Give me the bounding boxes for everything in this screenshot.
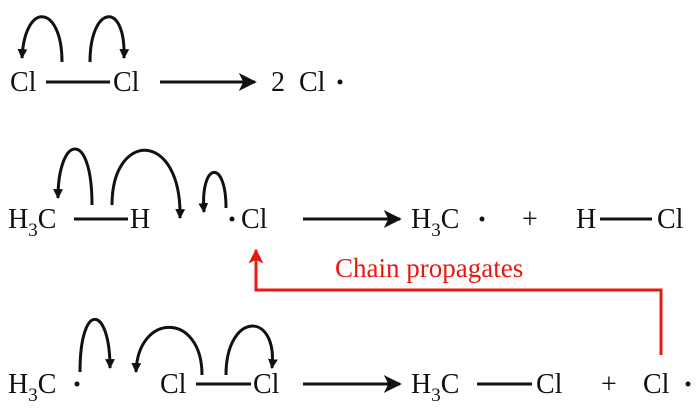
chain-propagates-label: Chain propagates [335,253,523,283]
chain-loop-arrow [248,248,663,355]
atom-cl: Cl [643,369,670,400]
chain-loop: Chain propagates [248,248,663,355]
atom-cl: Cl [10,67,37,98]
atom-h: H [411,204,431,235]
atom-cl: Cl [113,67,140,98]
radical-dot [479,216,485,222]
chloromethane-formula: H3C [411,369,459,406]
fishhook-arrow [17,15,64,63]
plus-sign: + [522,204,538,235]
fishhook-arrow [78,318,115,373]
fishhook-arrow [131,325,204,376]
atom-cl: Cl [536,369,563,400]
atom-cl: Cl [253,369,280,400]
fishhook-arrow [224,324,278,376]
subscript-3: 3 [28,385,38,406]
coefficient: 2 Cl [271,67,326,98]
subscript-3: 3 [431,385,441,406]
methyl-radical-formula: H3C [8,369,56,406]
atom-h: H [130,204,150,235]
atom-h: H [8,369,28,400]
subscript-3: 3 [431,220,441,241]
coefficient-value: 2 [271,67,285,98]
atom-cl: Cl [657,204,684,235]
radical-dot [685,381,691,387]
atom-c: C [38,204,57,235]
radical-dot [229,216,235,222]
atom-cl: Cl [160,369,187,400]
atom-h: H [8,204,28,235]
methyl-radical-formula: H3C [411,204,459,241]
fishhook-arrow [88,15,130,63]
plus-sign: + [601,369,617,400]
radical-dot [337,79,343,85]
atom-cl: Cl [299,67,326,98]
reaction-initiation: Cl Cl 2 Cl [10,15,343,98]
fishhook-arrow [110,148,186,219]
atom-cl: Cl [241,204,268,235]
reaction-propagation-1: H3C H Cl H3C + H Cl [8,147,684,241]
fishhook-arrow [53,147,94,206]
atom-c: C [38,369,57,400]
atom-h: H [411,369,431,400]
fishhook-arrow [198,171,228,213]
atom-h: H [576,204,596,235]
methane-formula: H3C [8,204,56,241]
radical-dot [74,381,80,387]
reaction-propagation-2: H3C Cl Cl H3C Cl + Cl [8,318,691,406]
atom-c: C [441,204,460,235]
subscript-3: 3 [28,220,38,241]
atom-c: C [441,369,460,400]
